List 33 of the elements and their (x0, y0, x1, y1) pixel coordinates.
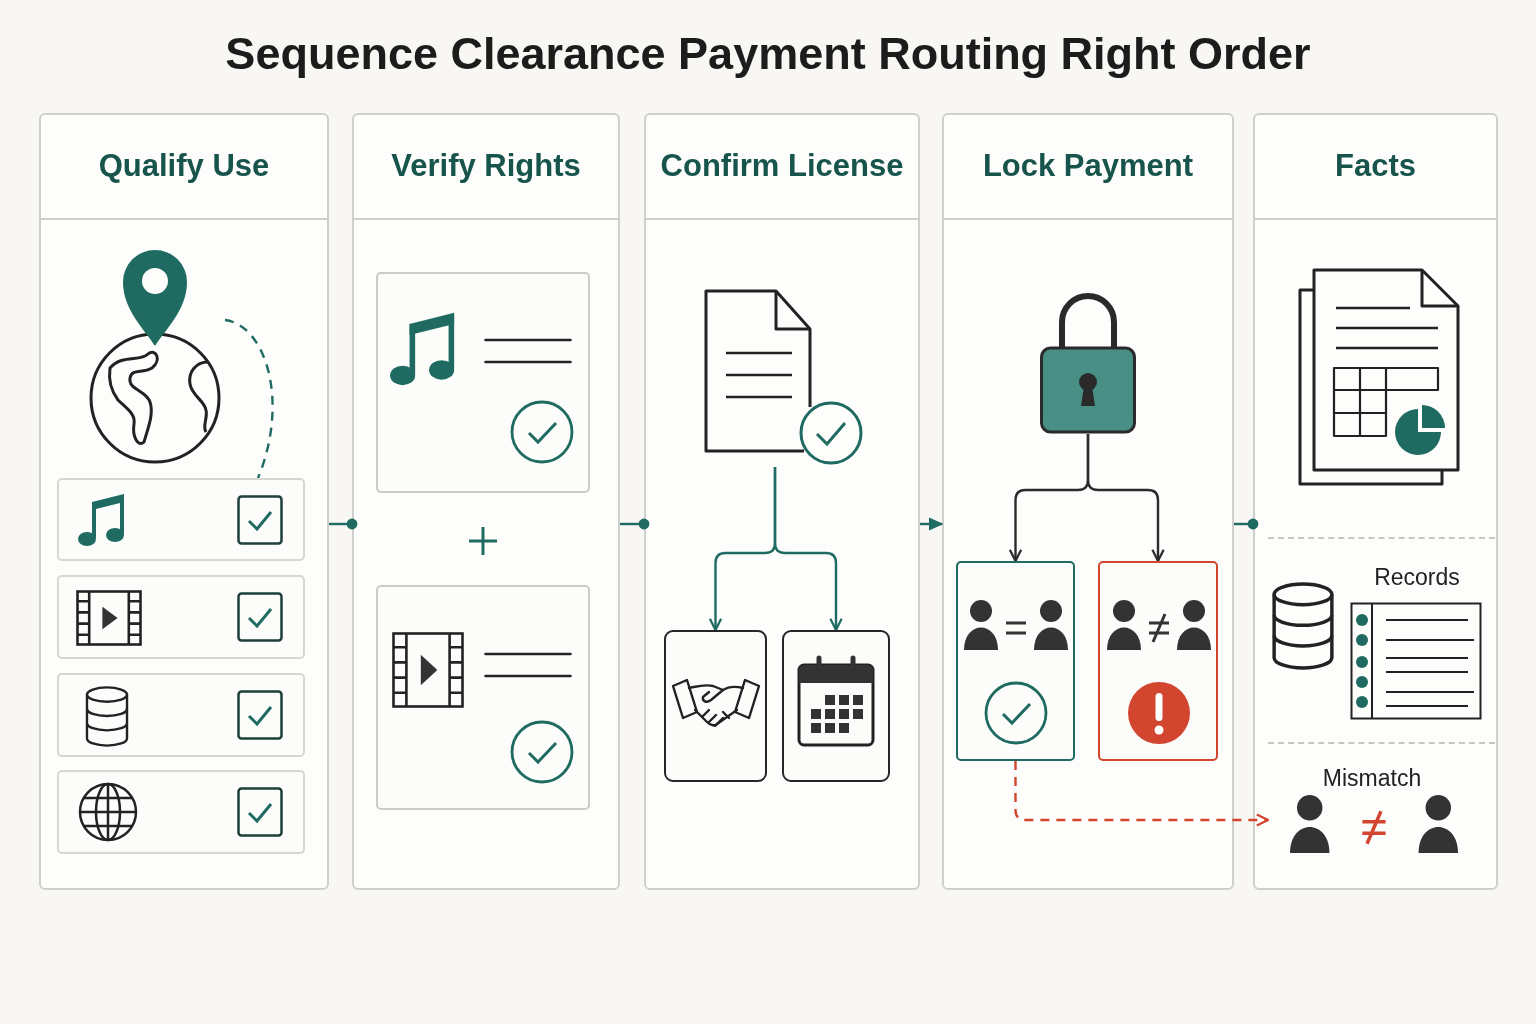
arrow (920, 517, 944, 531)
padlock-icon (1040, 290, 1136, 434)
approved-card (956, 561, 1075, 761)
dot-connector (329, 518, 358, 530)
arrow (1086, 434, 1165, 563)
rights-card (376, 272, 590, 493)
stage-panel (39, 113, 329, 890)
license-card (782, 630, 890, 782)
stage-panel (942, 113, 1234, 890)
stage-panel (1253, 113, 1498, 890)
diagram-title: Sequence Clearance Payment Routing Right Order (225, 28, 1311, 80)
license-card (664, 630, 767, 782)
section-heading: Mismatch (1322, 764, 1422, 792)
stage-title: Lock Payment (982, 148, 1194, 184)
checklist-row (57, 770, 305, 854)
stage-panel (644, 113, 920, 890)
stage-title: Qualify Use (98, 148, 270, 184)
checklist-row (57, 673, 305, 757)
stage-title: Confirm License (660, 148, 904, 184)
document-check-icon (704, 289, 864, 467)
section-heading: Records (1374, 563, 1460, 591)
stage-title: Facts (1335, 148, 1416, 184)
dashed-connector-line (224, 318, 274, 479)
arrow (773, 467, 843, 632)
dot-connector (1234, 518, 1259, 530)
stage-title: Verify Rights (391, 148, 581, 184)
warning-card (1098, 561, 1218, 761)
checklist-row (57, 575, 305, 659)
rights-card (376, 585, 590, 810)
dot-connector (620, 518, 650, 530)
dashed-arrow (1014, 761, 1270, 827)
checklist-row (57, 478, 305, 561)
stage-panel (352, 113, 620, 890)
